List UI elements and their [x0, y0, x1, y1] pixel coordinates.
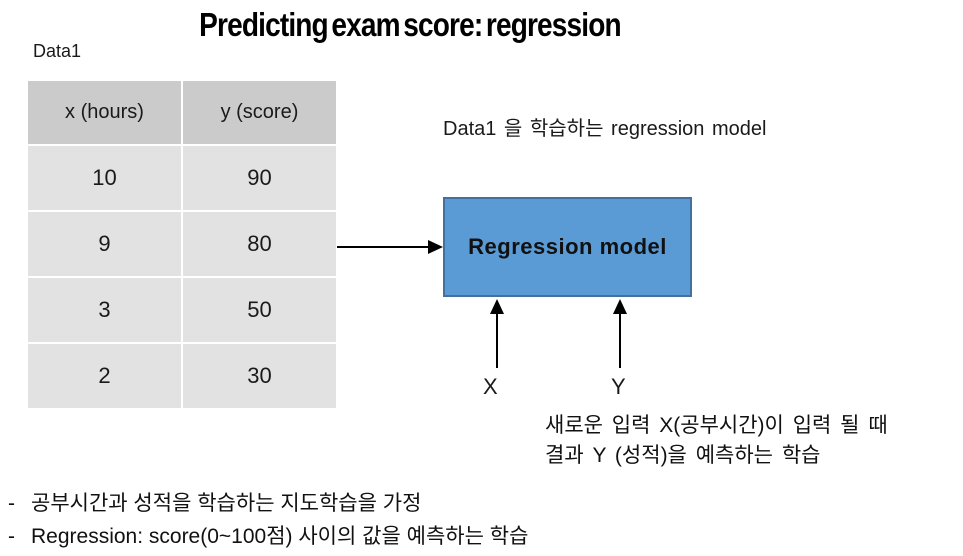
table-row: 2 30 [28, 343, 336, 408]
table-row: 9 80 [28, 211, 336, 278]
y-input-arrow [613, 299, 627, 368]
table-cell-y: 50 [182, 277, 336, 344]
page-title: Predicting exam score: regression [199, 6, 622, 43]
regression-model-label: Regression model [468, 234, 667, 259]
model-caption: Data1 을 학습하는 regression model [443, 118, 767, 140]
table-cell-y: 80 [182, 211, 336, 278]
bullet-text: 공부시간과 성적을 학습하는 지도학습을 가정 [31, 492, 422, 515]
data1-label: Data1 [33, 41, 82, 61]
bullet-item: - 공부시간과 성적을 학습하는 지도학습을 가정 [8, 487, 528, 520]
x-input-arrow [490, 299, 504, 368]
bullet-marker: - [8, 525, 15, 548]
table-row: 10 90 [28, 145, 336, 212]
table-cell-y: 90 [182, 145, 336, 212]
table-row: 3 50 [28, 277, 336, 344]
table-cell-x: 9 [28, 211, 183, 278]
table-cell-y: 30 [182, 343, 336, 408]
regression-model-box: Regression model [443, 197, 692, 297]
table-cell-x: 10 [28, 145, 183, 212]
table-cell-x: 3 [28, 277, 183, 344]
input-x-label: X [483, 374, 498, 399]
prediction-note: 새로운 입력 X(공부시간)이 입력 될 때 결과 Y (성적)을 예측하는 학… [545, 411, 963, 471]
table-to-model-arrow [337, 240, 443, 254]
input-y-label: Y [611, 374, 626, 399]
bullet-text: Regression: score(0~100점) 사이의 값을 예측하는 학습 [31, 525, 529, 548]
table-header-x: x (hours) [28, 81, 183, 146]
table-header-y: y (score) [182, 81, 336, 146]
prediction-note-line1: 새로운 입력 X(공부시간)이 입력 될 때 [545, 414, 888, 437]
prediction-note-line2: 결과 Y (성적)을 예측하는 학습 [545, 444, 821, 467]
data-table: x (hours) y (score) 10 90 9 80 3 50 2 30 [28, 81, 336, 408]
bullet-marker: - [8, 492, 15, 515]
table-header-row: x (hours) y (score) [28, 81, 336, 146]
bullet-item: - Regression: score(0~100점) 사이의 값을 예측하는 … [8, 520, 528, 553]
bullet-list: - 공부시간과 성적을 학습하는 지도학습을 가정 - Regression: … [8, 487, 528, 553]
table-cell-x: 2 [28, 343, 183, 408]
